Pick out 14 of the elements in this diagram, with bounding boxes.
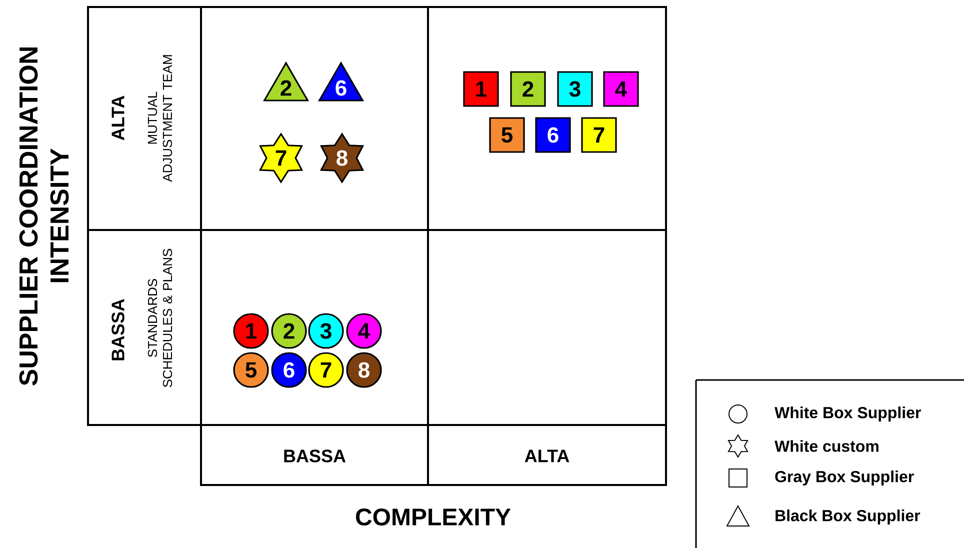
quadrant-cell (427, 6, 667, 231)
legend-text: White Box Supplier (774, 406, 921, 422)
legend-text: Gray Box Supplier (775, 470, 914, 486)
column-header-cell: BASSA (200, 424, 429, 486)
quadrant-cell (200, 229, 429, 426)
legend-text: White custom (774, 440, 878, 452)
axis-title: SUPPLIER COORDINATION INTENSITY (19, 48, 69, 386)
column-header-cell: ALTA (427, 424, 667, 486)
row-header-cell: BASSA STANDARDS SCHEDULES & PLANS (87, 229, 202, 426)
axis-title: COMPLEXITY (356, 508, 511, 526)
legend-text: Black Box Supplier (776, 510, 920, 524)
quadrant-cell (427, 229, 667, 426)
quadrant-cell (200, 6, 429, 231)
row-header-cell: ALTA MUTUAL ADJUSTMENT TEAM (87, 6, 202, 231)
